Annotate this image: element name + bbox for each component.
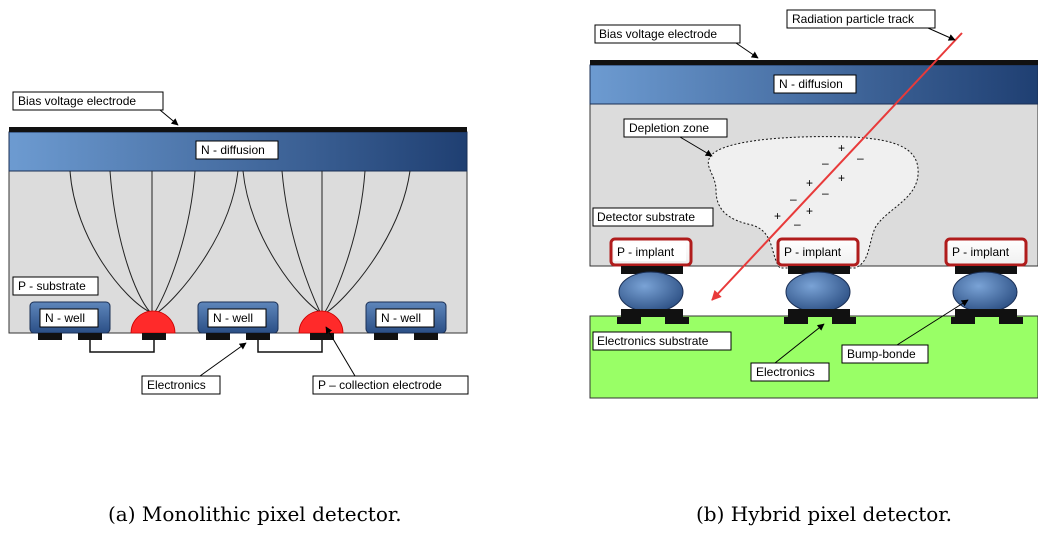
bias-voltage-label-a: Bias voltage electrode <box>18 94 136 108</box>
electronics-pads-b <box>617 317 1023 324</box>
svg-text:+: + <box>838 171 845 185</box>
p-implant-label-1: P - implant <box>617 245 675 259</box>
svg-text:–: – <box>790 192 797 206</box>
svg-text:–: – <box>857 151 864 165</box>
bias-electrode <box>9 127 467 132</box>
detector-substrate-label: Detector substrate <box>597 210 695 224</box>
svg-text:+: + <box>806 176 813 190</box>
n-well-label-2: N - well <box>213 311 253 325</box>
p-substrate-label: P - substrate <box>18 279 86 293</box>
caption-b: (b) Hybrid pixel detector. <box>696 502 952 526</box>
depletion-zone <box>707 136 919 269</box>
n-well-label-3: N - well <box>381 311 421 325</box>
electronics-label-a: Electronics <box>147 378 206 392</box>
electronics-substrate <box>589 315 1038 399</box>
p-collection-label: P – collection electrode <box>318 378 442 392</box>
n-diffusion-label-a: N - diffusion <box>201 143 265 157</box>
electronics-contacts <box>38 333 438 340</box>
n-diffusion-label-b: N - diffusion <box>779 77 843 91</box>
bump-bonds <box>618 266 1018 317</box>
n-well-label-1: N - well <box>45 311 85 325</box>
p-collection-electrode-left <box>130 310 176 334</box>
electronics-substrate-label: Electronics substrate <box>597 334 709 348</box>
p-implant-right <box>944 237 1028 267</box>
svg-text:+: + <box>838 141 845 155</box>
electronics-label-b: Electronics <box>756 365 815 379</box>
charge-carriers: + – – + + – – + + – <box>774 141 864 231</box>
svg-text:+: + <box>806 204 813 218</box>
bump-bonde-label: Bump-bonde <box>847 347 916 361</box>
electronics-wiring <box>89 340 323 353</box>
svg-text:–: – <box>822 156 829 170</box>
depletion-zone-label: Depletion zone <box>629 121 709 135</box>
p-implant-label-2: P - implant <box>784 245 842 259</box>
svg-text:–: – <box>794 217 801 231</box>
panel-monolithic: Bias voltage electrode N - diffusion P -… <box>8 91 469 526</box>
radiation-track <box>711 32 963 301</box>
field-lines <box>69 170 411 313</box>
caption-a: (a) Monolithic pixel detector. <box>108 502 402 526</box>
bias-voltage-label-b: Bias voltage electrode <box>599 27 717 41</box>
bias-electrode-b <box>590 60 1038 65</box>
p-implant-label-3: P - implant <box>952 245 1010 259</box>
svg-text:–: – <box>822 186 829 200</box>
radiation-track-label: Radiation particle track <box>792 12 915 26</box>
panel-hybrid: + – – + + – – + + – P - implant P - impl… <box>589 9 1038 526</box>
p-implant-middle <box>776 237 860 267</box>
svg-text:+: + <box>774 209 781 223</box>
